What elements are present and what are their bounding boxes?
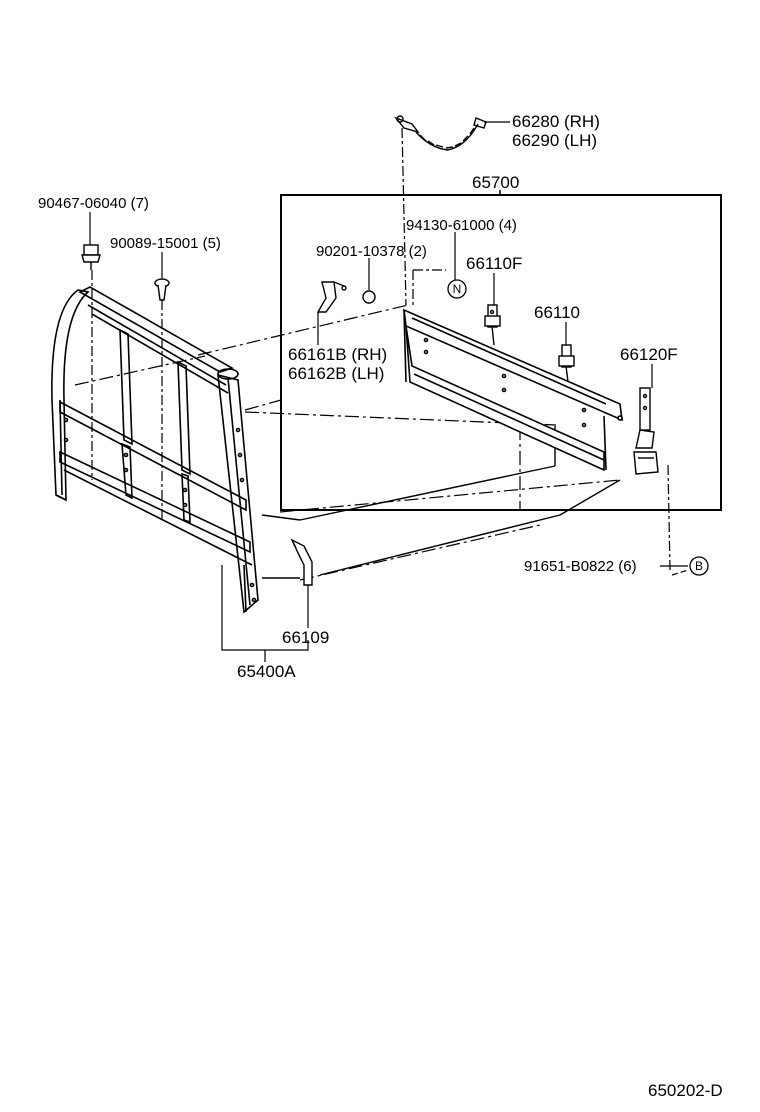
screw-icon [154, 278, 170, 301]
bolt-icon [81, 244, 101, 270]
label-hook-lh: 66162B (LH) [288, 364, 384, 383]
clip-leader-dash [671, 569, 689, 576]
washer-icon [362, 290, 376, 304]
hook-icon [316, 281, 347, 313]
latch-icon [633, 387, 659, 475]
label-hook-rh: 66161B (RH) [288, 345, 387, 364]
callout-b-label: B [695, 559, 703, 573]
label-rivet: 94130-61000 (4) [406, 217, 517, 234]
rivet-leader [412, 232, 456, 305]
rack-bracket [221, 565, 309, 662]
label-hinge-front: 66110F [466, 254, 522, 273]
hinge-icon [558, 344, 575, 383]
label-chain-rh: 66280 (RH) [512, 112, 600, 131]
label-bolt: 90467-06040 (7) [38, 195, 149, 212]
chain-drop-line [401, 127, 407, 306]
callout-n-circle [447, 279, 467, 299]
clip-drop-line [667, 464, 671, 571]
label-side-rod: 66109 [282, 628, 329, 647]
fastener-leaders [91, 270, 163, 520]
headboard-rack [51, 286, 259, 614]
callout-b-circle [689, 556, 709, 576]
assembly-box [280, 194, 722, 511]
tailgate-panel [403, 308, 623, 472]
label-screw: 90089-15001 (5) [110, 235, 221, 252]
label-latch: 66120F [620, 345, 678, 364]
bed-floor-solid [261, 426, 621, 579]
label-rack: 65400A [237, 662, 296, 681]
diagram-code: 650202-D [648, 1081, 723, 1100]
label-washer: 90201-10378 (2) [316, 243, 427, 260]
hinge-front-icon [484, 304, 501, 346]
label-clip: 91651-B0822 (6) [524, 558, 637, 575]
label-chain-lh: 66290 (LH) [512, 131, 597, 150]
label-assembly: 65700 [472, 173, 519, 192]
label-hinge: 66110 [534, 303, 580, 322]
chain-icon [393, 115, 487, 151]
callout-n-label: N [453, 282, 462, 296]
